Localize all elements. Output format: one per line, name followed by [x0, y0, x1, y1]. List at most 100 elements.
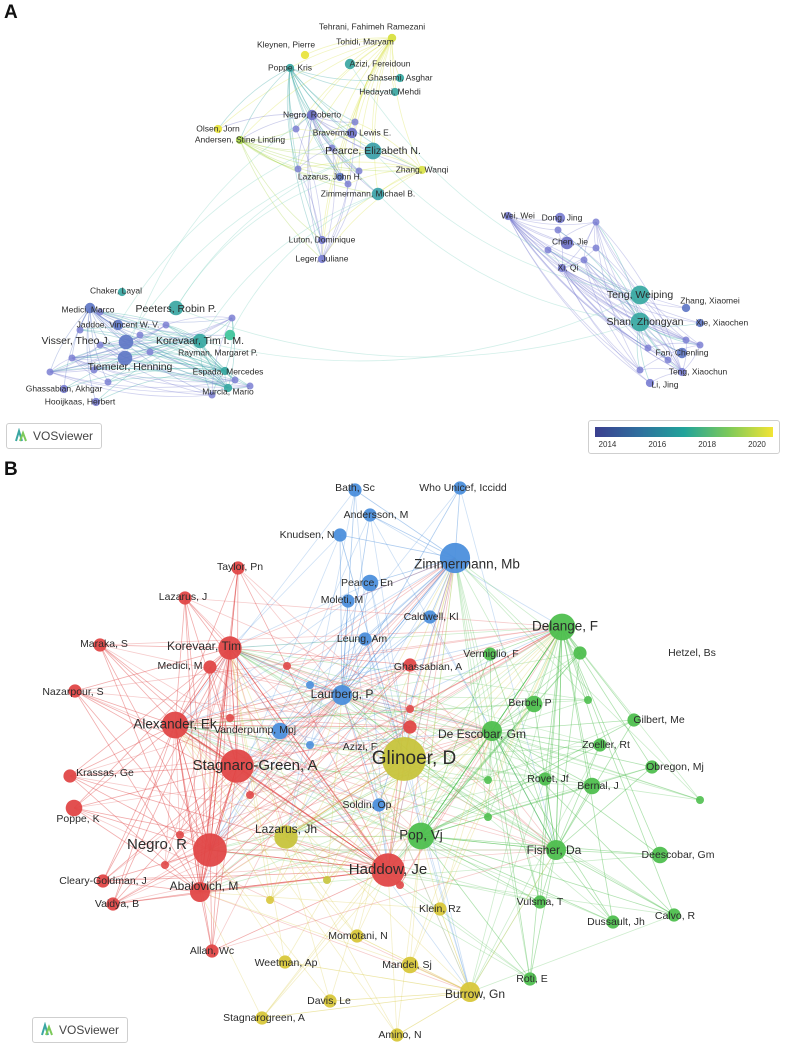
network-link	[547, 249, 641, 323]
network-link	[164, 647, 231, 866]
network-link	[229, 647, 328, 881]
network-link	[209, 744, 601, 851]
network-link	[99, 644, 201, 893]
node-label-moleti-m: Moleti, M	[321, 594, 364, 606]
node-label-krassas-ge: Krassas, Ge	[76, 767, 134, 779]
network-node	[208, 391, 216, 399]
network-link	[174, 724, 328, 881]
network-node	[161, 711, 189, 739]
network-link	[89, 307, 229, 389]
network-link	[487, 626, 563, 781]
network-node	[323, 876, 331, 884]
network-node	[584, 696, 592, 704]
node-label-stagnaro-green-a: Stagnaro-Green, A	[192, 757, 317, 774]
network-node	[283, 662, 291, 670]
network-node	[636, 366, 644, 374]
network-link	[420, 703, 535, 837]
network-link	[326, 730, 493, 881]
network-node	[300, 50, 310, 60]
network-link	[420, 835, 557, 851]
network-link	[354, 37, 393, 123]
network-link	[174, 724, 489, 818]
network-link	[211, 694, 343, 952]
network-link	[284, 961, 471, 993]
network-link	[174, 724, 358, 937]
network-link	[229, 647, 411, 728]
network-node	[696, 341, 704, 349]
network-node	[96, 341, 104, 349]
network-node	[361, 574, 379, 592]
network-link	[285, 836, 398, 1036]
network-node	[583, 777, 601, 795]
network-link	[209, 694, 343, 851]
node-label-tiemeier-henning: Tiemeier, Henning	[88, 361, 173, 373]
network-link	[93, 340, 201, 371]
network-link	[372, 37, 393, 152]
network-link	[391, 37, 423, 171]
network-link	[561, 626, 675, 916]
network-link	[236, 726, 411, 767]
network-link	[174, 708, 411, 726]
network-link	[420, 730, 493, 837]
network-link	[595, 221, 687, 341]
node-label-bath-sc: Bath, Sc	[335, 482, 375, 494]
network-link	[209, 726, 411, 851]
network-link	[420, 719, 635, 837]
node-label-tehrani-fahimeh-ramezani: Tehrani, Fahimeh Ramezani	[319, 21, 425, 31]
node-label-amino-n: Amino, N	[378, 1029, 421, 1041]
node-layer-b	[63, 481, 704, 1042]
node-label-azizi-fereidoun: Azizi, Fereidoun	[350, 58, 411, 68]
network-link	[321, 183, 349, 260]
network-link	[174, 724, 411, 728]
network-link	[237, 567, 389, 871]
network-node	[423, 610, 437, 624]
network-node	[348, 483, 362, 497]
network-node	[606, 915, 620, 929]
network-link	[199, 891, 441, 910]
network-link	[326, 626, 563, 881]
network-link	[174, 724, 311, 746]
network-link	[420, 730, 493, 837]
network-node	[220, 366, 230, 376]
network-link	[149, 351, 226, 372]
network-link	[184, 597, 493, 732]
network-link	[99, 644, 211, 851]
network-node	[192, 333, 208, 349]
network-link	[595, 247, 683, 373]
network-link	[507, 215, 701, 346]
network-link	[399, 626, 563, 886]
network-link	[199, 854, 661, 893]
network-link	[107, 340, 201, 383]
network-link	[102, 869, 389, 882]
network-link	[73, 758, 405, 809]
network-node	[482, 721, 502, 741]
network-link	[529, 849, 557, 980]
network-link	[354, 489, 389, 871]
network-link	[507, 215, 701, 324]
network-link	[63, 367, 226, 390]
network-link	[491, 626, 563, 732]
network-link	[49, 324, 167, 373]
network-link	[439, 730, 493, 910]
network-link	[99, 644, 493, 732]
network-node	[203, 660, 217, 674]
node-label-murcia-mario: Murcia, Mario	[202, 386, 254, 396]
network-link	[285, 730, 493, 838]
network-link	[269, 694, 343, 901]
network-link	[269, 557, 456, 901]
network-link	[454, 557, 535, 705]
network-link	[304, 37, 393, 56]
network-node	[592, 218, 600, 226]
node-label-vermiglio-f: Vermiglio, F	[463, 648, 518, 660]
network-link	[209, 647, 231, 851]
network-link	[112, 765, 238, 905]
network-node	[294, 165, 302, 173]
network-link	[339, 534, 405, 760]
network-link	[261, 835, 422, 1019]
network-link	[69, 765, 238, 777]
network-link	[409, 835, 422, 966]
network-link	[99, 344, 213, 396]
network-link	[420, 835, 531, 980]
network-link	[420, 557, 456, 837]
